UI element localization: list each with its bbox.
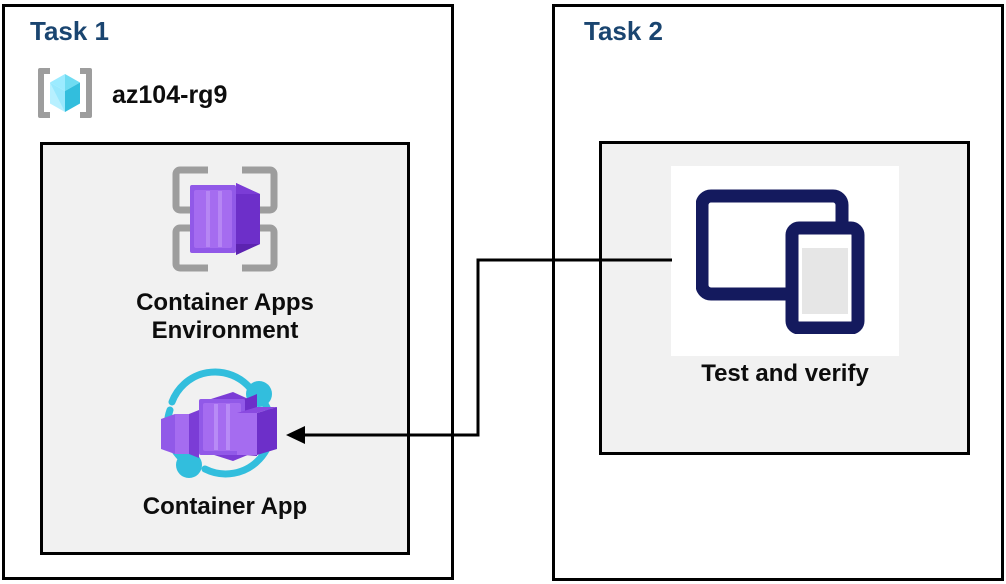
task-1-title: Task 1 [30,16,110,46]
container-apps-environment-icon [161,158,289,285]
task-2-title: Task 2 [584,16,664,46]
resource-group-icon [32,60,98,131]
container-app-dot-bottom [176,452,202,478]
devices-icon [695,184,874,339]
test-and-verify-tile [671,166,899,356]
node-container-apps-environment: Container Apps Environment [55,158,395,344]
node-container-app: Container App [55,366,395,521]
node-test-and-verify: Test and verify [615,166,955,388]
resource-group-label: az104-rg9 [112,81,228,109]
container-apps-environment-label: Container Apps Environment [136,289,314,344]
container-app-icon [137,366,313,489]
container-app-label: Container App [142,493,308,520]
resource-group-header: az104-rg9 [32,60,227,131]
test-and-verify-label: Test and verify [701,360,869,387]
